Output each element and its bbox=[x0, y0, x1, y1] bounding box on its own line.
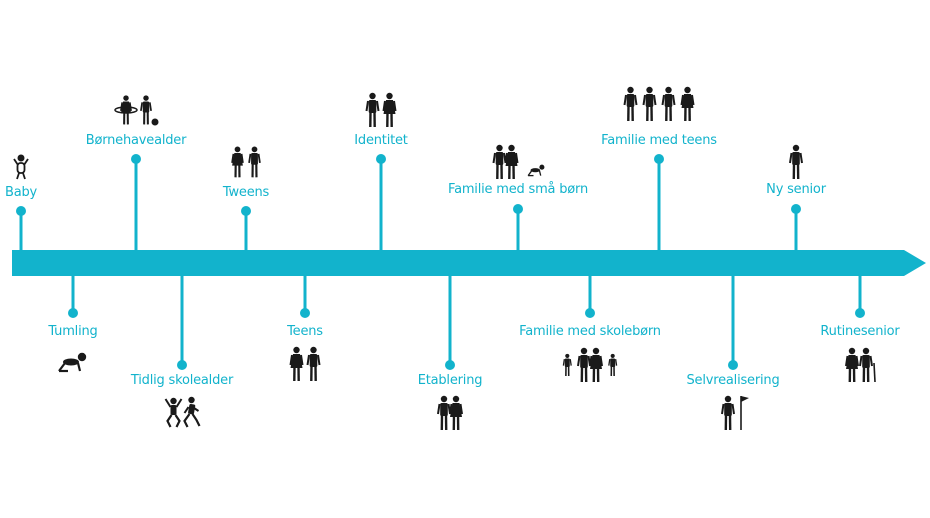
girl-icon bbox=[231, 146, 244, 178]
child-icon bbox=[608, 353, 618, 377]
stage-3-dot bbox=[131, 154, 141, 164]
stage-11-dot bbox=[654, 154, 664, 164]
baby-icon bbox=[13, 154, 29, 180]
boy-icon bbox=[248, 146, 261, 178]
stage-5-dot bbox=[241, 206, 251, 216]
man-icon bbox=[661, 86, 676, 122]
crawling-toddler-icon bbox=[58, 352, 87, 373]
stage-2-label: Tumling bbox=[48, 324, 98, 339]
stage-12-label: Selvrealisering bbox=[686, 373, 780, 388]
teen-icon bbox=[642, 86, 657, 122]
stage-connectors bbox=[16, 154, 865, 370]
person-with-flag-icon bbox=[721, 395, 749, 431]
stage-13-dot bbox=[791, 204, 801, 214]
stage-7-label: Identitet bbox=[354, 133, 408, 148]
senior-man-icon bbox=[789, 144, 803, 180]
couple-icon bbox=[437, 395, 463, 431]
stage-14-dot bbox=[855, 308, 865, 318]
stage-4-dot bbox=[177, 360, 187, 370]
jumping-child-icon bbox=[164, 397, 183, 428]
stage-12-dot bbox=[728, 360, 738, 370]
woman-icon bbox=[680, 86, 695, 122]
stage-1-dot bbox=[16, 206, 26, 216]
stage-7-dot bbox=[376, 154, 386, 164]
stage-10-dot bbox=[585, 308, 595, 318]
teen-icon bbox=[623, 86, 638, 122]
stage-4-label: Tidlig skolealder bbox=[130, 373, 234, 388]
stage-5-label: Tweens bbox=[222, 185, 270, 200]
crawling-baby-icon bbox=[527, 164, 545, 177]
stage-11-label: Familie med teens bbox=[601, 133, 717, 148]
timeline-arrow bbox=[12, 250, 926, 276]
stage-9-dot bbox=[513, 204, 523, 214]
stage-9-label: Familie med små børn bbox=[447, 182, 589, 197]
child-icon bbox=[562, 353, 572, 377]
senior-couple-icon bbox=[845, 347, 876, 383]
couple-icon bbox=[492, 144, 519, 180]
teen-girl-icon bbox=[289, 346, 304, 382]
stage-icons bbox=[13, 86, 876, 431]
boy-ball-icon bbox=[140, 95, 159, 126]
stage-8-label: Etablering bbox=[417, 373, 483, 388]
stage-6-label: Teens bbox=[287, 324, 323, 339]
girl-hula-hoop-icon bbox=[114, 95, 138, 125]
couple-icon bbox=[577, 347, 603, 383]
woman-icon bbox=[382, 92, 397, 128]
stage-6-dot bbox=[300, 308, 310, 318]
teen-boy-icon bbox=[306, 346, 321, 382]
stage-13-label: Ny senior bbox=[766, 182, 826, 197]
stage-1-label: Baby bbox=[4, 185, 38, 200]
man-icon bbox=[365, 92, 380, 128]
stage-3-label: Børnehavealder bbox=[85, 133, 187, 148]
stage-10-label: Familie med skolebørn bbox=[519, 324, 661, 339]
stage-8-dot bbox=[445, 360, 455, 370]
stage-14-label: Rutinesenior bbox=[820, 324, 900, 339]
stage-2-dot bbox=[68, 308, 78, 318]
running-child-icon bbox=[183, 396, 201, 428]
